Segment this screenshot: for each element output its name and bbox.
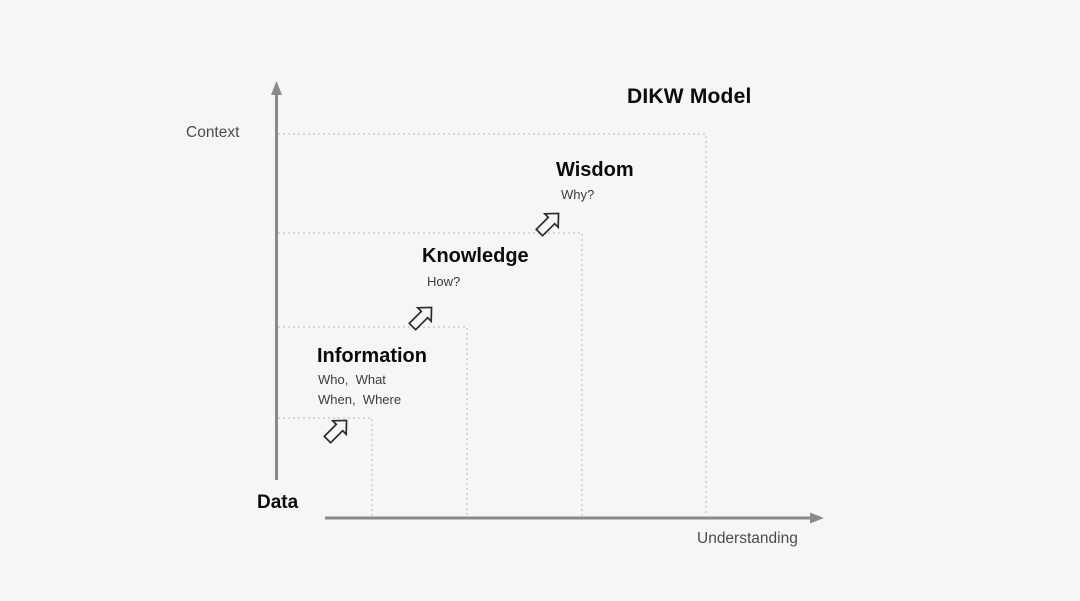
- level-label-knowledge: Knowledge: [422, 245, 529, 267]
- level-label-wisdom: Wisdom: [556, 159, 634, 181]
- level-label-data: Data: [257, 492, 299, 513]
- level-label-information: Information: [317, 345, 427, 367]
- information-sublabel-1: Who, What: [318, 372, 386, 387]
- step-outline-context: [278, 133, 707, 516]
- wisdom-sublabel: Why?: [561, 187, 595, 202]
- ne-arrow-icon: [408, 306, 433, 331]
- x-axis-arrowhead-icon: [810, 512, 824, 524]
- y-axis-label: Context: [186, 124, 240, 141]
- information-sublabel-2: When, Where: [318, 392, 402, 407]
- ne-arrow-icon: [535, 212, 560, 237]
- diagram-title: DIKW Model: [627, 85, 752, 108]
- step-outline-wisdom: [278, 232, 583, 516]
- y-axis-arrowhead-icon: [271, 81, 282, 95]
- ne-arrow-icon: [323, 419, 348, 444]
- x-axis-label: Understanding: [697, 530, 798, 547]
- step-outline-knowledge: [278, 326, 468, 516]
- knowledge-sublabel: How?: [427, 274, 461, 289]
- step-outline-information: [278, 417, 373, 516]
